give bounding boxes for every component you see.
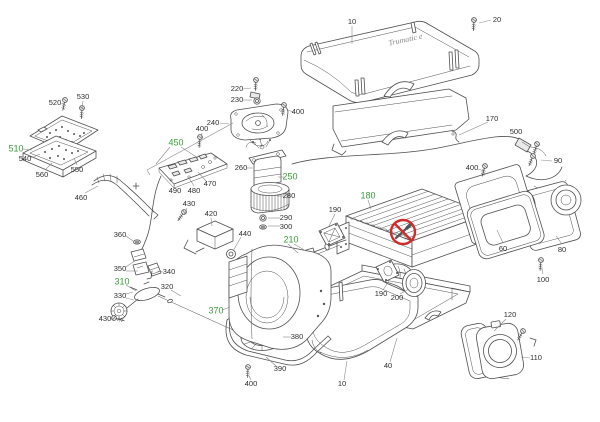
part-label-100: 100 [537,275,550,284]
part-label-510[interactable]: 510 [8,143,23,153]
part-label-370[interactable]: 370 [208,305,223,315]
pcb-450-part [137,122,234,258]
part-label-280: 280 [283,191,296,200]
right-duct-assembly [454,140,582,272]
part-label-10: 10 [348,17,356,26]
relay-bracket-part [175,208,236,259]
top-cover-part: Trumatic e [300,20,480,104]
part-label-90: 90 [554,156,562,165]
part-label-320: 320 [161,282,174,291]
part-label-230: 230 [231,95,244,104]
part-label-180[interactable]: 180 [360,190,375,200]
mounting-strap-part [91,173,159,220]
part-label-400: 400 [196,124,209,133]
part-label-20: 20 [493,15,501,24]
part-label-260: 260 [235,163,248,172]
part-label-490: 490 [169,186,182,195]
part-label-460: 460 [75,193,88,202]
part-label-350: 350 [114,264,127,273]
control-panel-part [22,96,99,178]
part-label-170: 170 [486,114,499,123]
part-label-10: 10 [338,379,346,388]
part-label-360: 360 [114,230,127,239]
part-label-520: 520 [49,98,62,107]
part-label-420: 420 [205,209,218,218]
part-label-310[interactable]: 310 [114,276,129,286]
part-label-560: 560 [36,170,49,179]
part-label-80: 80 [558,245,566,254]
blower-housing-part [225,244,332,378]
part-label-470: 470 [204,179,217,188]
part-label-120: 120 [504,310,517,319]
part-label-250[interactable]: 250 [282,171,297,181]
part-label-210[interactable]: 210 [283,234,298,244]
part-label-480: 480 [188,186,201,195]
part-label-400: 400 [466,163,479,172]
part-label-300: 300 [280,222,293,231]
part-label-340: 340 [163,267,176,276]
part-label-330: 330 [114,291,127,300]
part-label-240: 240 [207,118,220,127]
part-label-220: 220 [231,84,244,93]
leader-lines [22,19,563,381]
part-label-400: 400 [292,107,305,116]
part-label-530: 530 [77,92,90,101]
cable-assembly [291,136,567,191]
part-label-380: 380 [291,332,304,341]
no-screwdriver-icon [389,218,417,246]
part-label-430: 430 [99,314,112,323]
part-label-60: 60 [499,244,507,253]
part-label-200: 200 [391,293,404,302]
part-label-540: 540 [19,154,32,163]
part-label-440: 440 [239,229,252,238]
part-label-110: 110 [530,353,542,362]
inner-shroud-part [331,88,470,156]
part-label-390: 390 [274,364,287,373]
motor-blower-part [245,138,290,230]
part-label-550: 550 [71,165,84,174]
part-label-400: 400 [245,379,258,388]
part-label-430: 430 [183,199,196,208]
part-label-290: 290 [280,213,293,222]
diagram-line-art: Trumatic e [22,17,582,380]
part-label-40: 40 [384,361,392,370]
valve-assembly-part [110,239,239,333]
fan-plate-part [196,77,289,150]
part-label-450[interactable]: 450 [168,137,183,147]
part-label-190: 190 [375,289,388,298]
air-outlet-cowl-part [460,320,537,380]
part-label-500: 500 [510,127,523,136]
part-label-190: 190 [329,205,342,214]
